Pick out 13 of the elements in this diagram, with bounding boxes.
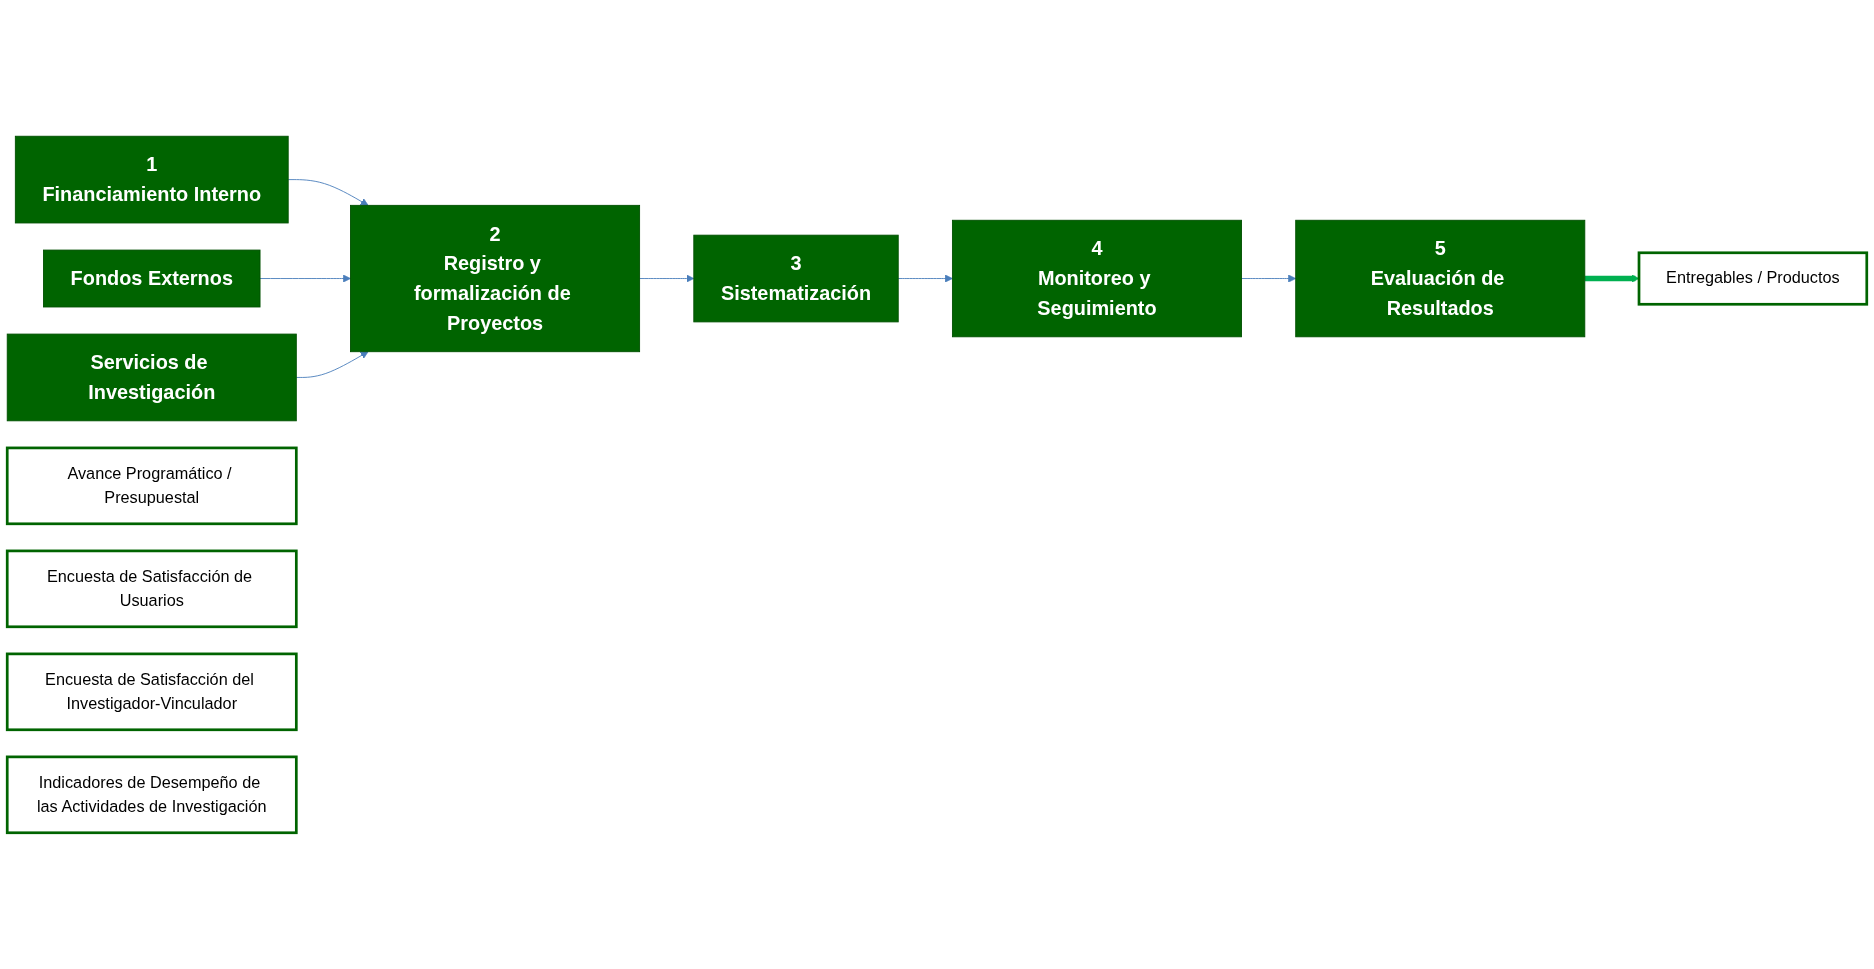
node-box: Encuesta de Satisfacción del Investigador-Vinculador bbox=[5, 652, 298, 732]
node-box: Encuesta de Satisfacción de Usuarios bbox=[5, 549, 298, 629]
node-box: Servicios de Investigación bbox=[6, 333, 297, 422]
node-box: 3 Sistematización bbox=[693, 234, 899, 323]
node-box: Avance Programático / Presupuestal bbox=[5, 446, 298, 526]
node-box: Indicadores de Desempeño de las Actividades de Investigación bbox=[5, 755, 298, 835]
arrow bbox=[1584, 274, 1640, 283]
node-box: 1 Financiamiento Interno bbox=[14, 135, 289, 224]
node-box: Entregables / Productos bbox=[1637, 251, 1869, 306]
node-box: 4 Monitoreo y Seguimiento bbox=[951, 219, 1242, 338]
node-box: 2 Registro y formalización de Proyectos bbox=[350, 204, 641, 353]
node-box: 5 Evaluación de Resultados bbox=[1295, 219, 1586, 338]
node-box: Fondos Externos bbox=[43, 249, 261, 308]
